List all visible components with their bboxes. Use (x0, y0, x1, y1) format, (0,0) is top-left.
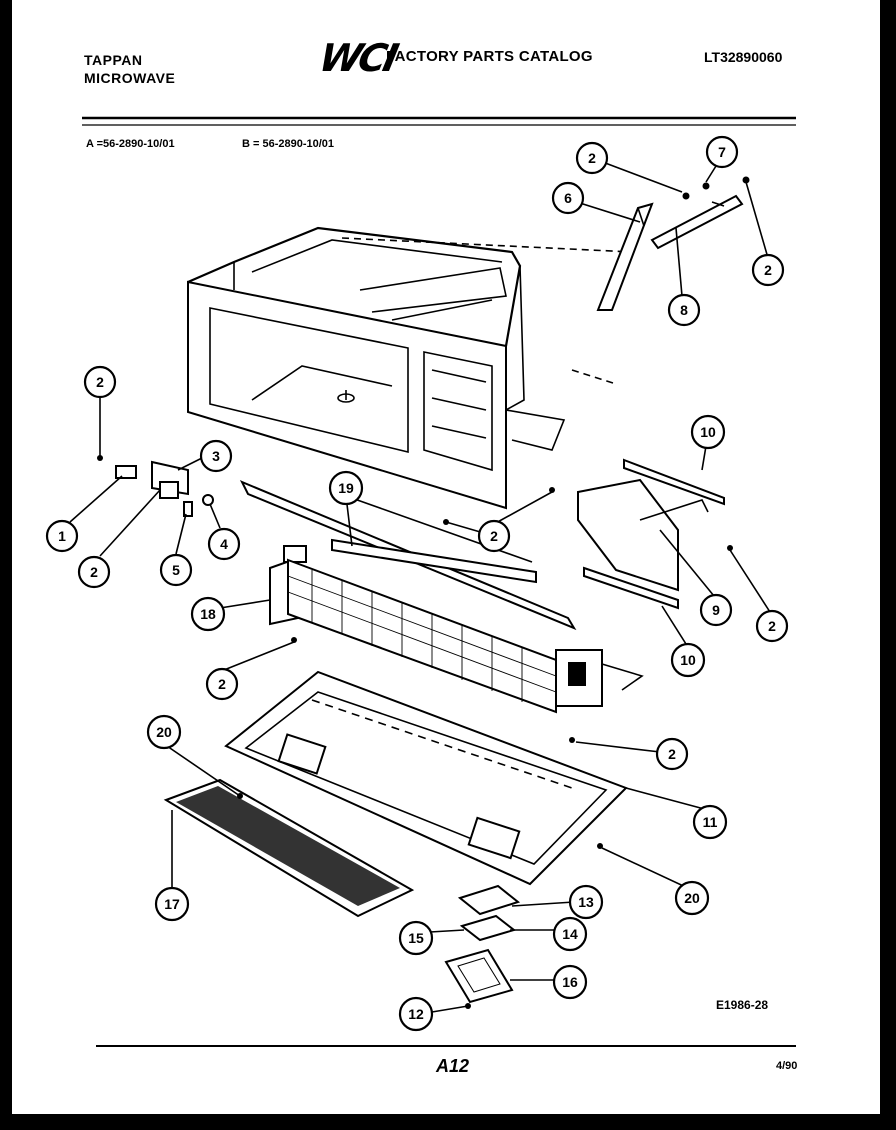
callout-8: 8 (667, 293, 701, 327)
svg-text:17: 17 (164, 896, 180, 912)
callout-20a: 20 (146, 714, 182, 750)
callout-2c: 2 (83, 365, 117, 399)
svg-text:8: 8 (680, 302, 688, 318)
callout-2h: 2 (655, 737, 689, 771)
callout-1: 1 (45, 519, 79, 553)
svg-text:2: 2 (490, 528, 498, 544)
callout-5: 5 (159, 553, 193, 587)
svg-text:2: 2 (90, 564, 98, 580)
diagram-code: E1986-28 (716, 998, 769, 1012)
interlock-switch-assembly (97, 455, 214, 517)
blower-fan-assembly (269, 545, 644, 743)
svg-text:9: 9 (712, 602, 720, 618)
svg-text:19: 19 (338, 480, 354, 496)
svg-text:2: 2 (218, 676, 226, 692)
vent-grille (163, 778, 415, 918)
svg-text:20: 20 (156, 724, 172, 740)
page-number: A12 (436, 1056, 470, 1076)
svg-text:2: 2 (588, 150, 596, 166)
callout-7: 7 (705, 135, 739, 169)
right-bracket-assembly (443, 458, 733, 610)
svg-text:16: 16 (562, 974, 578, 990)
callout-10b: 10 (670, 642, 706, 678)
product-type: MICROWAVE (84, 70, 176, 86)
svg-text:5: 5 (172, 562, 180, 578)
svg-text:18: 18 (200, 606, 216, 622)
svg-text:1: 1 (58, 528, 66, 544)
svg-text:2: 2 (668, 746, 676, 762)
svg-text:20: 20 (684, 890, 700, 906)
callout-20b: 20 (674, 880, 710, 916)
callout-2g: 2 (205, 667, 239, 701)
svg-text:10: 10 (700, 424, 716, 440)
callout-10a: 10 (690, 414, 726, 450)
callout-19: 19 (328, 470, 364, 506)
svg-text:4: 4 (220, 536, 228, 552)
callout-14: 14 (552, 916, 588, 952)
callout-2f: 2 (755, 609, 789, 643)
cavity-frame (187, 226, 633, 510)
callout-2a: 2 (575, 141, 609, 175)
callout-9: 9 (699, 593, 733, 627)
svg-text:3: 3 (212, 448, 220, 464)
svg-text:14: 14 (562, 926, 578, 942)
callout-18: 18 (190, 596, 226, 632)
callout-16: 16 (552, 964, 588, 1000)
model-a-label: A =56-2890-10/01 (86, 138, 175, 150)
callout-17: 17 (154, 886, 190, 922)
bottom-plate (224, 670, 628, 886)
svg-text:2: 2 (768, 618, 776, 634)
callout-3: 3 (199, 439, 233, 473)
catalog-title: FACTORY PARTS CATALOG (386, 48, 593, 65)
filter-stack (237, 793, 603, 1009)
svg-text:2: 2 (764, 262, 772, 278)
model-b-label: B = 56-2890-10/01 (242, 138, 335, 150)
callout-15: 15 (398, 920, 434, 956)
callout-6: 6 (551, 181, 585, 215)
callout-12: 12 (398, 996, 434, 1032)
top-bracket-assembly (596, 176, 750, 311)
callout-13: 13 (568, 884, 604, 920)
svg-text:6: 6 (564, 190, 572, 206)
catalog-number: LT32890060 (704, 49, 783, 65)
date-code: 4/90 (776, 1060, 798, 1072)
svg-text:2: 2 (96, 374, 104, 390)
catalog-page: TAPPAN MICROWAVE WCI FACTORY PARTS CATAL… (12, 0, 880, 1114)
svg-text:7: 7 (718, 144, 726, 160)
svg-text:11: 11 (703, 814, 718, 830)
callout-2b: 2 (751, 253, 785, 287)
brand-name: TAPPAN (84, 52, 143, 68)
callout-2d: 2 (77, 555, 111, 589)
exploded-parts-diagram: 1 2 2 2 2 2 2 2 2 3 4 5 6 7 8 9 10 10 11… (45, 116, 796, 1047)
rail-strips (239, 480, 577, 631)
svg-text:13: 13 (578, 894, 594, 910)
callout-2e: 2 (477, 519, 511, 553)
svg-text:15: 15 (408, 930, 424, 946)
callout-4: 4 (207, 527, 241, 561)
callout-11: 11 (692, 804, 728, 840)
svg-text:12: 12 (408, 1006, 424, 1022)
svg-text:10: 10 (680, 652, 696, 668)
